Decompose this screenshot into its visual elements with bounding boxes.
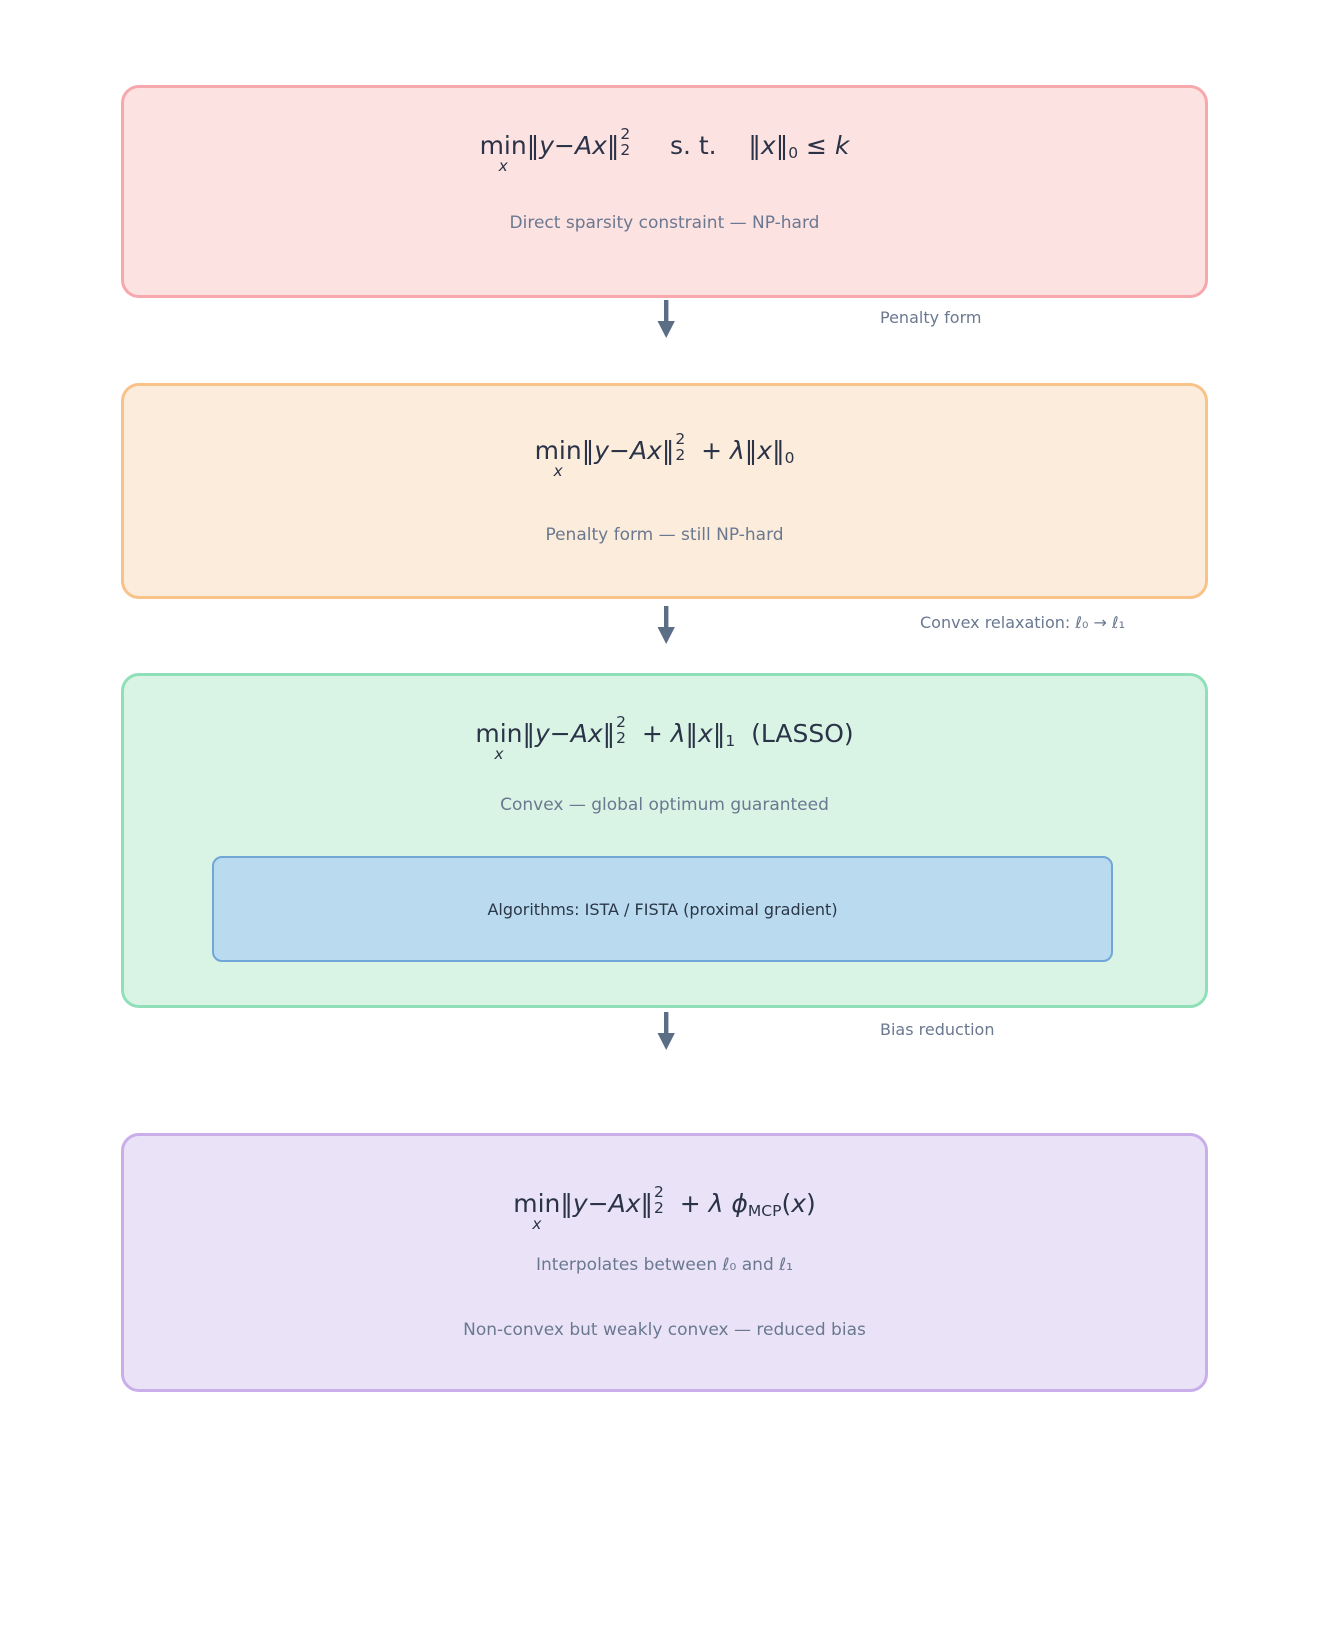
subtitle-l0-penalty: Penalty form — still NP-hard	[545, 525, 784, 545]
arrow-3	[654, 1012, 678, 1050]
algorithms-label: Algorithms: ISTA / FISTA (proximal gradi…	[487, 899, 838, 919]
arrow-down-icon	[657, 606, 675, 644]
arrow-1	[654, 300, 678, 338]
arrow-label-convex-relaxation: Convex relaxation: ℓ₀ → ℓ₁	[920, 613, 1126, 632]
arrow-down-icon	[657, 300, 675, 338]
arrow-down-icon	[657, 1012, 675, 1050]
algorithms-box: Algorithms: ISTA / FISTA (proximal gradi…	[212, 856, 1113, 962]
arrow-label-bias-reduction: Bias reduction	[880, 1020, 995, 1039]
subtitle-mcp-nonconvex: Non-convex but weakly convex — reduced b…	[463, 1320, 866, 1340]
subtitle-mcp-interpolates: Interpolates between ℓ₀ and ℓ₁	[535, 1255, 793, 1275]
subtitle-l0-constraint: Direct sparsity constraint — NP-hard	[509, 213, 820, 233]
arrow-label-penalty-form: Penalty form	[880, 308, 982, 327]
subtitle-lasso: Convex — global optimum guaranteed	[500, 795, 829, 815]
arrow-2	[654, 606, 678, 644]
